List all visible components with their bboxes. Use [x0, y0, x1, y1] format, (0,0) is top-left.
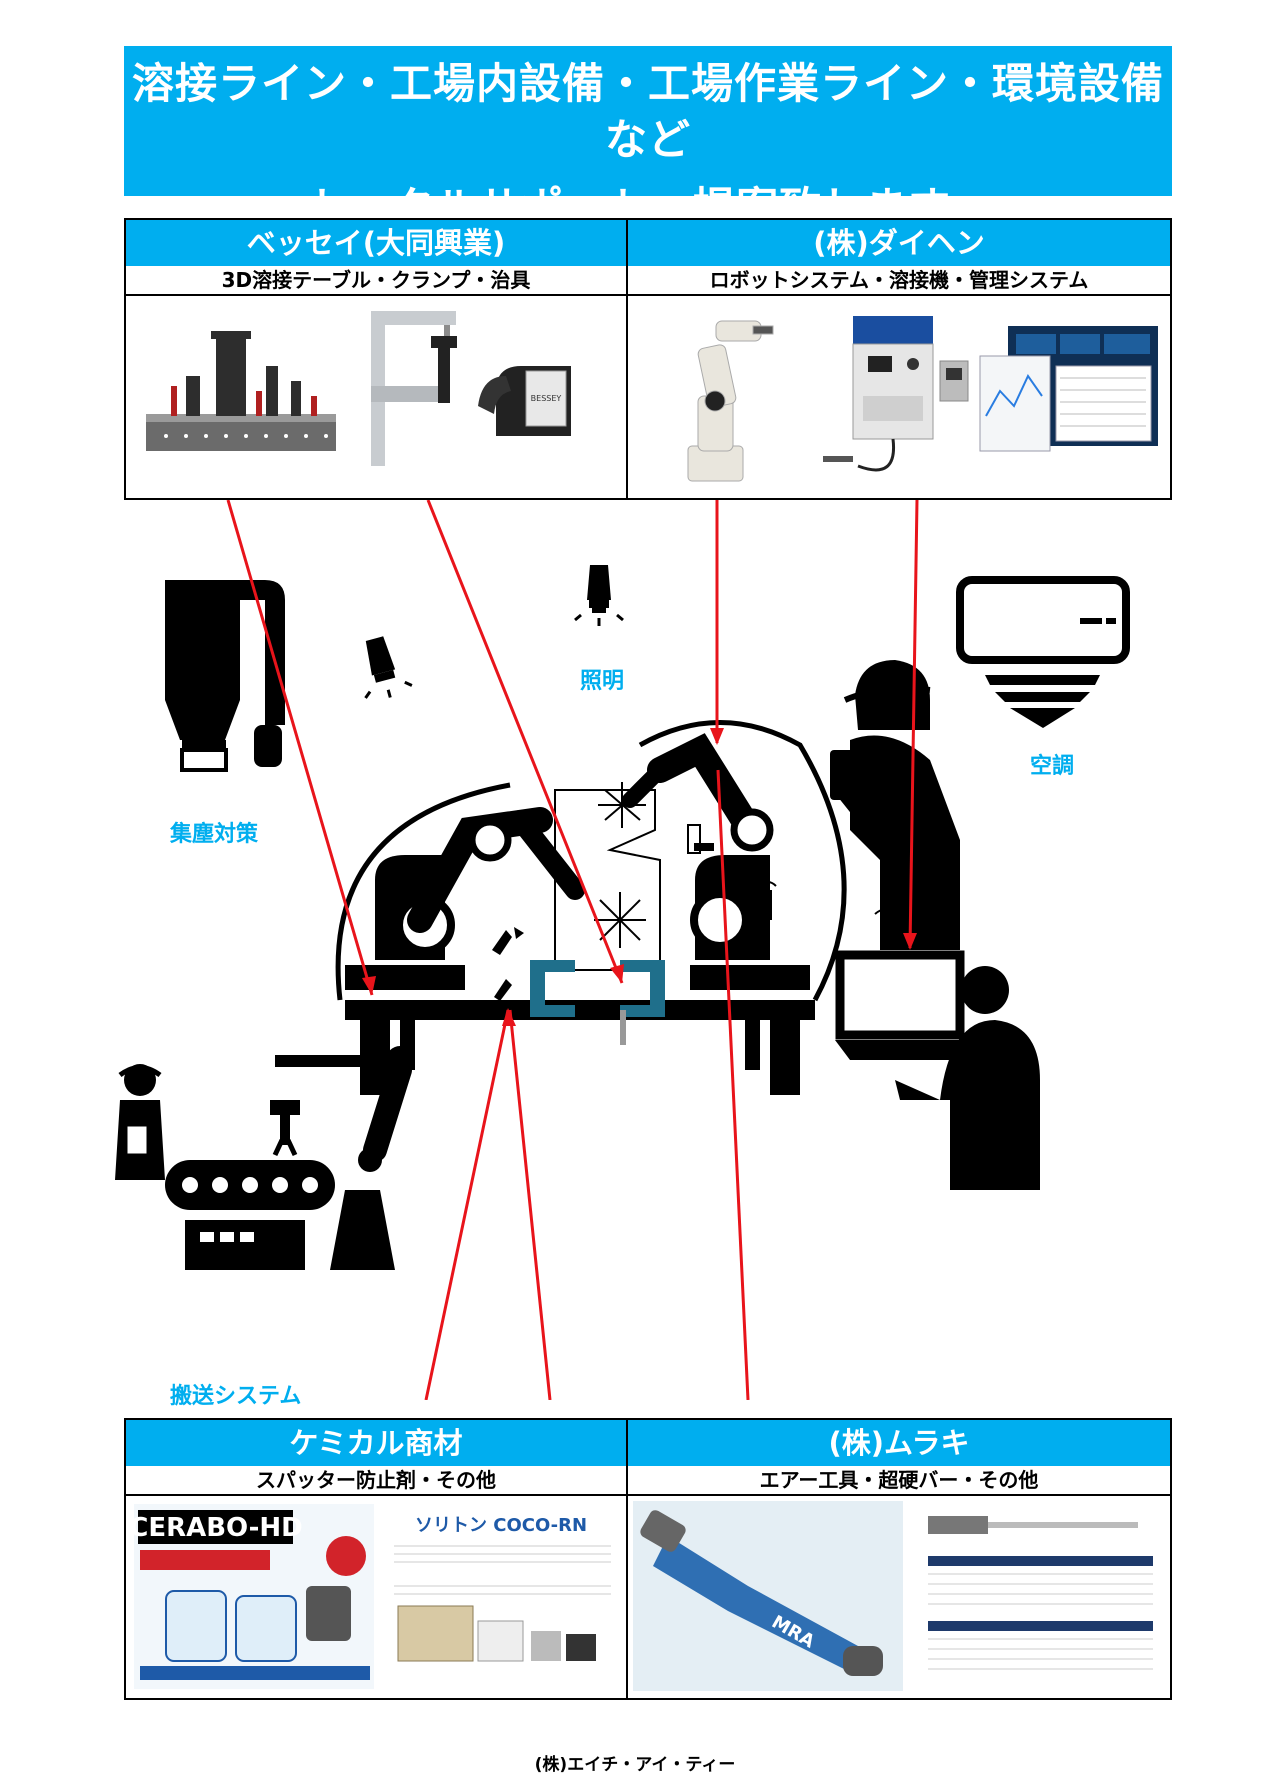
- label-conveyor-system: 搬送システム: [170, 1384, 302, 1409]
- footer-company-name: (株)エイチ・アイ・ティー: [534, 1755, 736, 1775]
- supplier-items: ロボットシステム・溶接機・管理システム: [628, 266, 1170, 296]
- workshop-illustration: [115, 500, 1130, 1400]
- supplier-daihen: (株)ダイヘン ロボットシステム・溶接機・管理システム: [628, 220, 1170, 498]
- supplier-name: ケミカル商材: [126, 1420, 626, 1468]
- light-bulb-icon: [574, 565, 624, 626]
- management-system-image: [979, 326, 1158, 452]
- c-clamp-icon: [530, 960, 665, 1017]
- column-divider: [626, 220, 628, 498]
- conveyor-system-icon: [115, 1046, 414, 1270]
- banner-line-1: 溶接ライン・工場内設備・工場作業ライン・環境設備など: [131, 59, 1164, 164]
- bessey-products-image: BESSEY: [126, 296, 626, 498]
- bottom-supplier-box: ケミカル商材 スパッター防止剤・その他 CERABO-HD: [124, 1418, 1172, 1700]
- soliton-title-text: ソリトン COCO-RN: [415, 1515, 587, 1536]
- dust-collector-icon: [165, 580, 285, 772]
- torch-nozzle-icon: [494, 979, 512, 1001]
- spark-icon: [598, 782, 646, 828]
- label-air-conditioning: 空調: [1030, 754, 1075, 779]
- column-divider: [626, 1420, 628, 1698]
- label-dust-collection: 集塵対策: [170, 822, 259, 847]
- supplier-muraki: (株)ムラキ エアー工具・超硬バー・その他 MRA: [628, 1420, 1170, 1698]
- supplier-items: スパッター防止剤・その他: [126, 1466, 626, 1496]
- supplier-items: 3D溶接テーブル・クランプ・治具: [126, 266, 626, 296]
- label-lighting: 照明: [580, 669, 625, 694]
- soliton-flyer-image: ソリトン COCO-RN: [384, 1504, 619, 1689]
- supplier-name: ベッセイ(大同興業): [126, 220, 626, 268]
- muraki-products-image: MRA: [628, 1496, 1170, 1698]
- toggle-clamp-image: BESSEY: [478, 366, 571, 436]
- top-supplier-box: ベッセイ(大同興業) 3D溶接テーブル・クランプ・治具: [124, 218, 1172, 500]
- robot-arm-image: [687, 320, 774, 482]
- carbide-burr-table-image: [913, 1501, 1163, 1691]
- connection-arrows: [226, 500, 919, 1400]
- wifi-router-icon: [759, 881, 777, 920]
- air-tool-icon: [687, 824, 714, 854]
- supplier-name: (株)ダイヘン: [628, 220, 1170, 268]
- spark-icon: [594, 892, 646, 948]
- svg-text:BESSEY: BESSEY: [531, 394, 562, 403]
- supplier-name: (株)ムラキ: [628, 1420, 1170, 1468]
- supplier-chemical: ケミカル商材 スパッター防止剤・その他 CERABO-HD: [126, 1420, 626, 1698]
- air-grinder-image: MRA: [633, 1501, 903, 1691]
- chemical-products-image: CERABO-HD ソリトン COCO-RN: [126, 1496, 626, 1698]
- cerabo-brand-text: CERABO-HD: [129, 1513, 303, 1543]
- worker-tablet-icon: [830, 660, 960, 950]
- supplier-bessey: ベッセイ(大同興業) 3D溶接テーブル・クランプ・治具: [126, 220, 626, 498]
- header-banner: 溶接ライン・工場内設備・工場作業ライン・環境設備など トータルサポート・提案致し…: [124, 46, 1172, 232]
- torch-nozzle-icon: [492, 927, 524, 955]
- light-bulb-icon: [364, 636, 413, 699]
- air-conditioner-icon: [956, 576, 1130, 728]
- cerabo-flyer-image: CERABO-HD: [129, 1504, 374, 1689]
- arrow-heads: [362, 728, 917, 1026]
- welding-machine-image: [823, 316, 969, 472]
- welding-table-image: [146, 331, 336, 451]
- f-clamp-image: [371, 311, 457, 466]
- welding-station-icon: [335, 720, 847, 1095]
- operator-monitor-icon: [835, 908, 1040, 1190]
- daihen-products-image: [628, 296, 1170, 498]
- supplier-items: エアー工具・超硬バー・その他: [628, 1466, 1170, 1496]
